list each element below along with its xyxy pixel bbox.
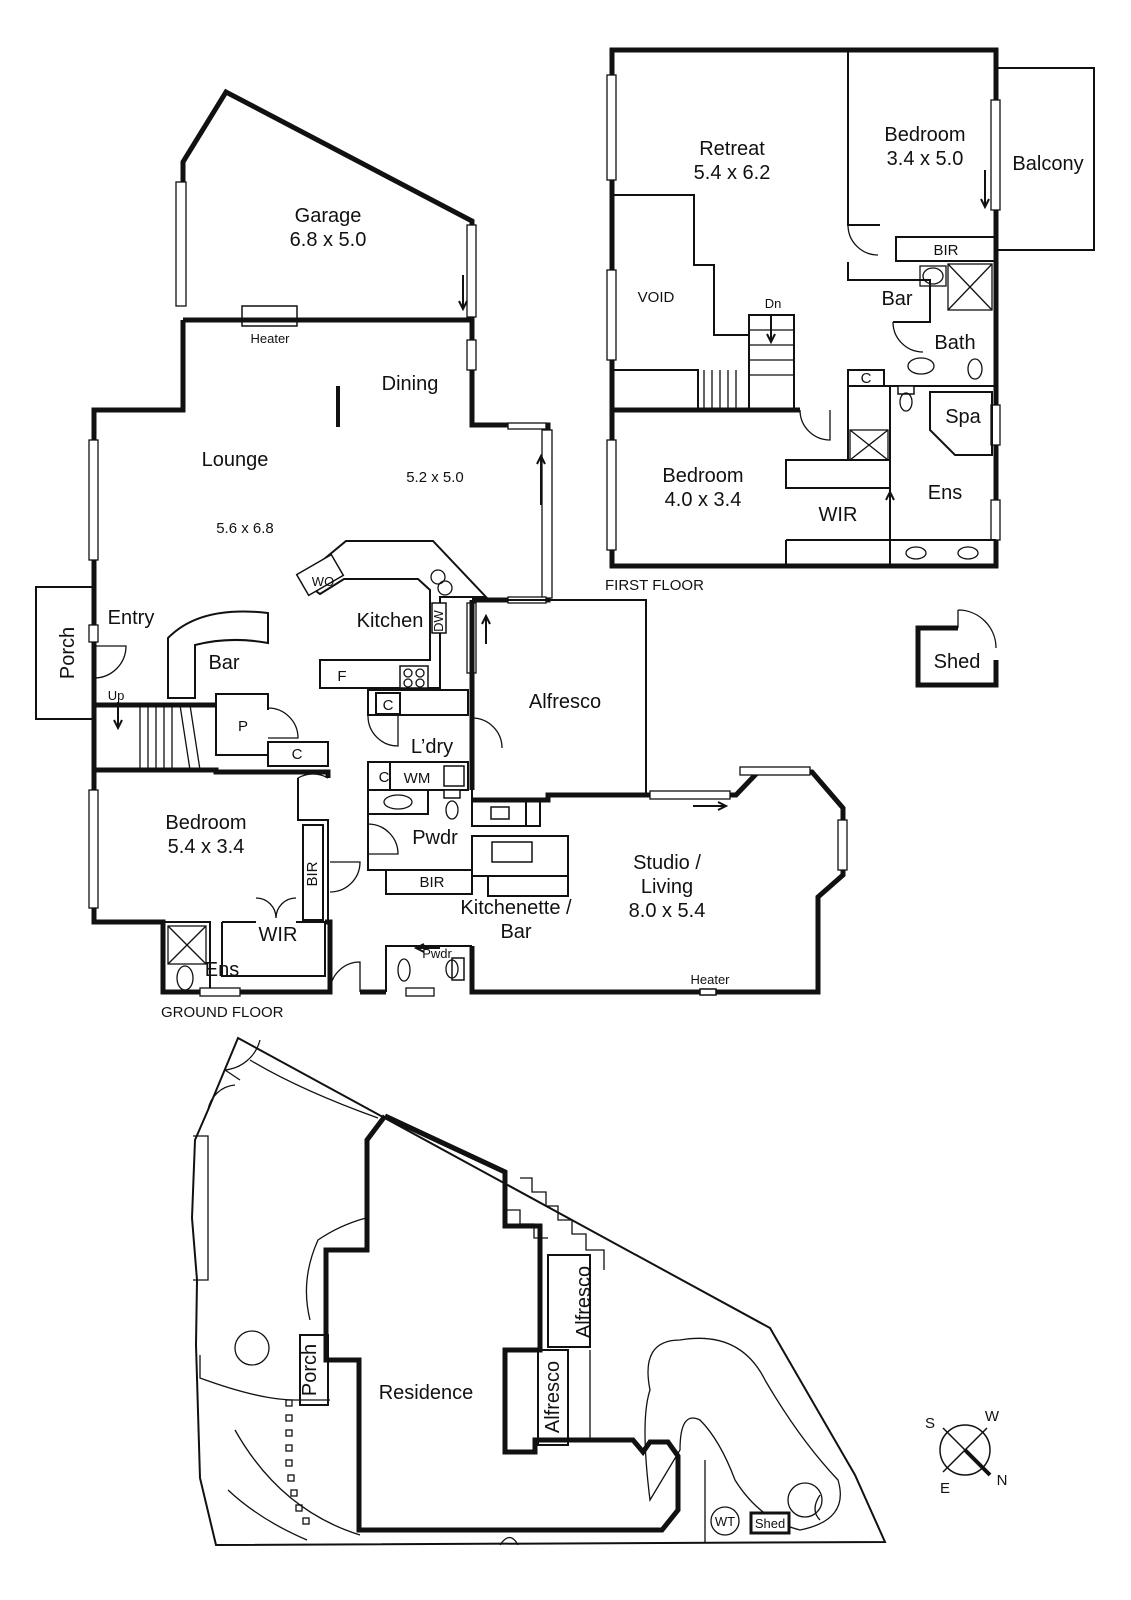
fridge-label: F (337, 668, 346, 685)
site-plan (190, 1036, 887, 1547)
garage-window (175, 181, 187, 307)
dining-window (541, 429, 553, 599)
lounge-label: Lounge (202, 449, 269, 471)
heater-label: Heater (250, 331, 290, 346)
compass-s: S (925, 1415, 935, 1432)
site-alfresco-label-b: Alfresco (542, 1361, 564, 1433)
bir-label-1: BIR (419, 874, 444, 891)
bedroom-label: Bedroom (165, 812, 246, 834)
kitchenette-label-1: Kitchenette / (460, 897, 572, 919)
ground-floor-plan (35, 88, 848, 997)
alfresco-label: Alfresco (529, 691, 601, 713)
bar-label: Bar (208, 652, 239, 674)
heater-bottom-label: Heater (690, 972, 730, 987)
retreat-label: Retreat (699, 138, 765, 160)
garage-size: 6.8 x 5.0 (290, 229, 367, 251)
up-label: Up (108, 688, 125, 703)
ff-ens-label: Ens (928, 482, 962, 504)
bedroom1-size: 3.4 x 5.0 (887, 148, 964, 170)
ff-bir-label: BIR (933, 242, 958, 259)
shed-plan (915, 609, 999, 688)
kitchen-label: Kitchen (357, 610, 424, 632)
dw-label: DW (431, 609, 446, 631)
shed-label: Shed (934, 651, 981, 673)
entry-label: Entry (108, 607, 155, 629)
ff-cupboard-label: C (861, 370, 872, 387)
compass-w: W (985, 1408, 1000, 1425)
bedroom-window (88, 789, 99, 909)
porch-label: Porch (57, 627, 79, 679)
bedroom-size: 5.4 x 3.4 (168, 836, 245, 858)
ff-bar-label: Bar (881, 288, 912, 310)
heater-fixture (241, 305, 298, 327)
studio-size: 8.0 x 5.4 (629, 900, 706, 922)
pwdr-small-label: Pwdr (422, 946, 452, 961)
cupboard-label-3: C (379, 769, 390, 786)
balcony-label: Balcony (1012, 153, 1083, 175)
wir-label: WIR (259, 924, 298, 946)
wm-label: WM (404, 770, 431, 787)
void-label: VOID (638, 289, 675, 306)
ff-wir-label: WIR (819, 504, 858, 526)
compass-icon (939, 1424, 992, 1477)
studio-label-1: Studio / (633, 852, 701, 874)
stepping-stones (285, 1399, 310, 1525)
ens-label: Ens (205, 959, 239, 981)
bedroom1-label: Bedroom (884, 124, 965, 146)
retreat-size: 5.4 x 6.2 (694, 162, 771, 184)
bedroom2-size: 4.0 x 3.4 (665, 489, 742, 511)
kitchenette-label-2: Bar (500, 921, 531, 943)
garage-door-window (466, 224, 477, 318)
garage-label: Garage (295, 205, 362, 227)
site-shed-label: Shed (755, 1516, 785, 1531)
compass-n: N (997, 1472, 1008, 1489)
studio-label-2: Living (641, 876, 693, 898)
site-porch-label: Porch (299, 1344, 321, 1396)
lounge-size: 5.6 x 6.8 (216, 520, 274, 537)
compass-e: E (940, 1480, 950, 1497)
dining-label: Dining (382, 373, 439, 395)
dining-size: 5.2 x 5.0 (406, 469, 464, 486)
bath-label: Bath (934, 332, 975, 354)
bir-label-2: BIR (304, 861, 321, 886)
laundry-label: L’dry (411, 736, 453, 758)
spa-label: Spa (945, 406, 981, 428)
pantry-label: P (238, 718, 248, 735)
dn-label: Dn (765, 296, 782, 311)
cupboard-label-1: C (292, 746, 303, 763)
lounge-window (88, 439, 99, 561)
ground-floor-caption: GROUND FLOOR (161, 1004, 284, 1021)
first-floor-plan (606, 47, 1095, 569)
first-floor-caption: FIRST FLOOR (605, 577, 704, 594)
residence-label: Residence (379, 1382, 474, 1404)
water-tank-label: WT (715, 1514, 735, 1529)
wo-label: WO (312, 574, 334, 589)
pwdr-label: Pwdr (412, 827, 458, 849)
porch-outline (35, 586, 95, 720)
cupboard-label-2: C (383, 697, 394, 714)
bedroom2-label: Bedroom (662, 465, 743, 487)
site-alfresco-label-a: Alfresco (573, 1266, 595, 1338)
